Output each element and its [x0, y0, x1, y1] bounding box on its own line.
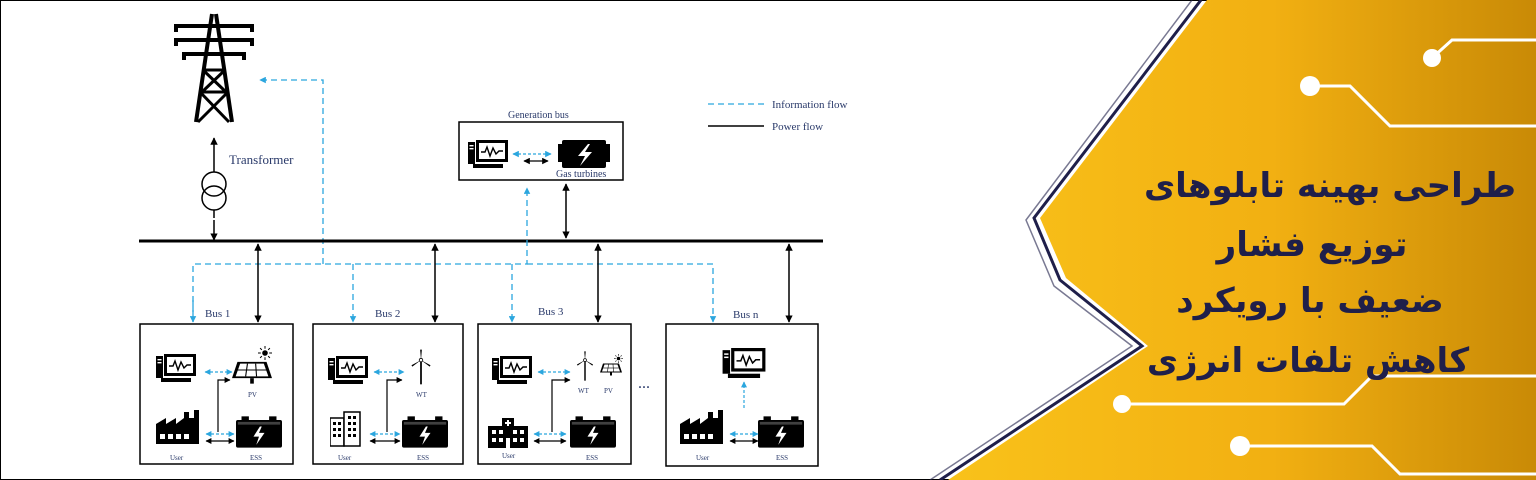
title-line-4: کاهش تلفات انرژی [1147, 341, 1469, 381]
ess-label: ESS [417, 454, 429, 462]
title-line-2: توزیع فشار [1215, 225, 1408, 265]
pv-label: PV [248, 391, 257, 399]
user-label: User [170, 454, 184, 462]
user-label: User [696, 454, 710, 462]
bus-1-label: Bus 1 [205, 308, 230, 320]
bus-2-label: Bus 2 [375, 308, 400, 320]
battery-icon [570, 416, 616, 448]
title-banner: طراحی بهینه تابلوهای توزیع فشار ضعیف با … [929, 0, 1536, 480]
wt-label: WT [578, 387, 590, 395]
user-label: User [502, 452, 516, 460]
battery-icon [402, 416, 448, 448]
wt-label: WT [416, 391, 428, 399]
battery-icon [236, 416, 282, 448]
legend-power-flow: Power flow [772, 121, 823, 133]
legend: Information flow Power flow [708, 99, 848, 133]
bus-1-box: Bus 1 PV User ESS [139, 308, 294, 465]
generation-bus-box: Generation bus Gas turbines [458, 110, 624, 181]
gas-turbines-caption: Gas turbines [556, 169, 606, 180]
title-line-1: طراحی بهینه تابلوهای [1144, 166, 1516, 206]
bus-n-label: Bus n [733, 309, 759, 321]
ess-label: ESS [776, 454, 788, 462]
bus-ellipsis: ... [638, 375, 650, 392]
sun-icon [258, 346, 272, 360]
battery-icon [758, 416, 804, 448]
user-label: User [338, 454, 352, 462]
bus-2-box: Bus 2 WT User ESS [312, 308, 464, 465]
pv-label: PV [604, 387, 613, 395]
transformer-label: Transformer [229, 152, 294, 167]
banner-gold-shape [948, 0, 1536, 480]
transmission-tower-icon [174, 13, 254, 124]
generation-bus-title: Generation bus [508, 110, 569, 121]
title-line-3: ضعیف با رویکرد [1176, 281, 1443, 321]
legend-information-flow: Information flow [772, 99, 848, 111]
gas-turbine-icon [558, 140, 610, 168]
banner-title: طراحی بهینه تابلوهای توزیع فشار ضعیف با … [1144, 166, 1516, 381]
bus-3-box: Bus 3 WT PV User ESS [477, 306, 632, 465]
ess-label: ESS [586, 454, 598, 462]
transformer-icon [201, 171, 227, 218]
ess-label: ESS [250, 454, 262, 462]
bus-n-box: Bus n User ESS [665, 309, 819, 467]
bus-3-label: Bus 3 [538, 306, 564, 318]
